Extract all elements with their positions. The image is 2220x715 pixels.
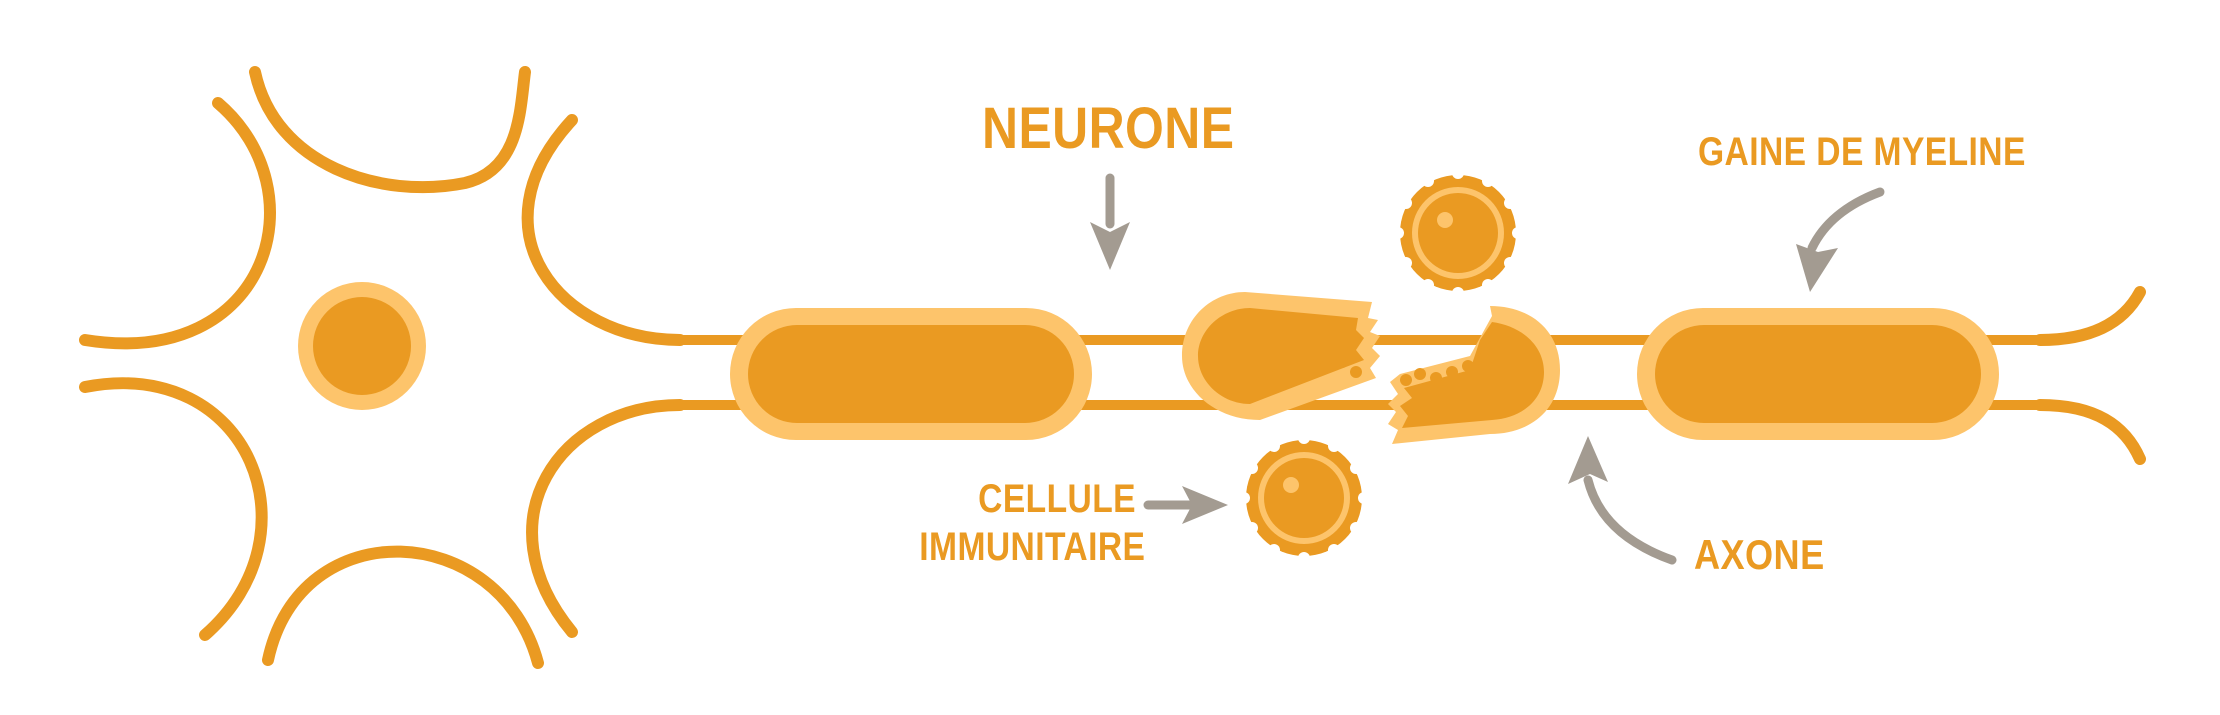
- arrow-gaine-de-myeline: [1796, 187, 1885, 292]
- label-cellule-immunitaire: CELLULE IMMUNITAIRE: [919, 475, 1146, 571]
- dendrite-left-top: [79, 97, 276, 350]
- arrow-neurone: [1090, 173, 1130, 270]
- axon-end-top: [2034, 286, 2146, 346]
- arrow-axone: [1568, 436, 1677, 565]
- label-cellule-line1: CELLULE: [978, 477, 1136, 521]
- label-neurone: NEURONE: [982, 96, 1235, 161]
- label-axone: AXONE: [1694, 531, 1825, 578]
- myelin-segment-1: [730, 308, 1092, 440]
- immune-cell-top: [1392, 167, 1524, 299]
- myelin-segment-3: [1637, 308, 1999, 440]
- dendrite-bottom: [262, 545, 544, 669]
- dendrite-top: [249, 66, 531, 194]
- immune-cell-bottom: [1238, 432, 1370, 564]
- nucleus-inner: [313, 297, 411, 395]
- label-gaine-de-myeline: GAINE DE MYELINE: [1698, 130, 2026, 174]
- damaged-myelin-left: [1182, 292, 1380, 420]
- dendrite-left-bottom: [79, 377, 268, 641]
- dendrite-right-bottom: [526, 399, 686, 638]
- damaged-myelin-right: [1388, 306, 1560, 444]
- arrow-cellule-immunitaire: [1143, 486, 1228, 524]
- label-cellule-line2: IMMUNITAIRE: [919, 525, 1146, 569]
- axon-end-bottom: [2034, 399, 2146, 465]
- dendrite-right-top: [521, 114, 686, 346]
- neuron-cell-body: [79, 66, 686, 669]
